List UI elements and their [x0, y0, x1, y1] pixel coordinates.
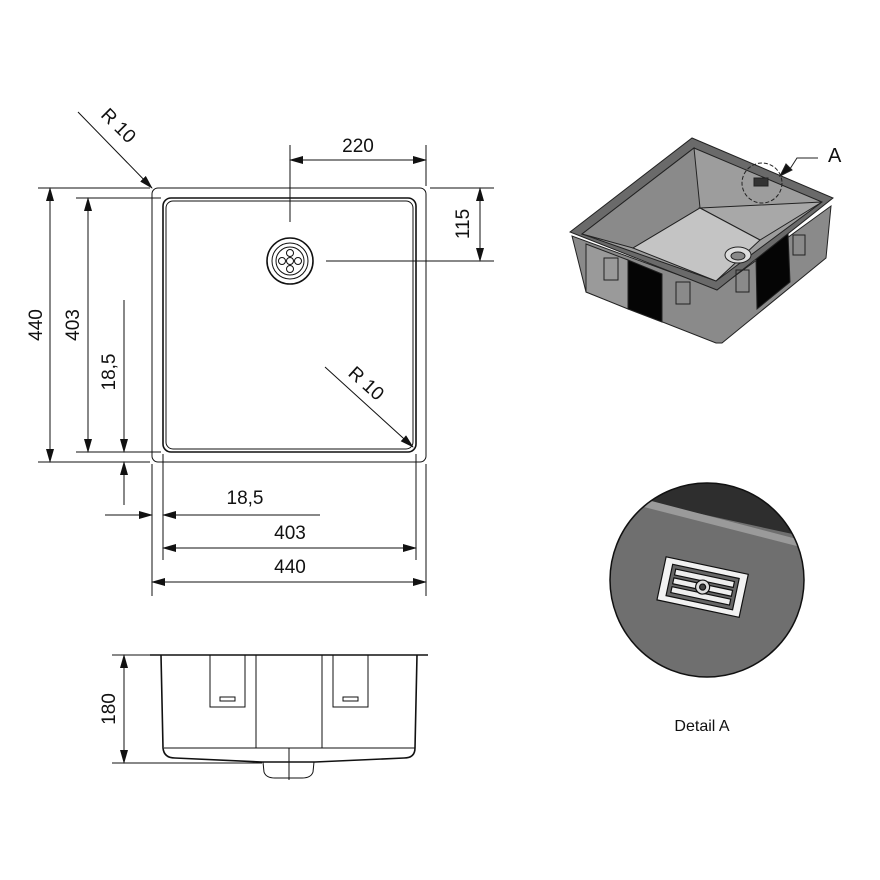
dim-inner-height: 403 — [63, 309, 84, 341]
dim-depth: 180 — [99, 693, 120, 725]
drain-icon — [266, 237, 314, 285]
dim-rim-vertical: 18,5 — [99, 354, 120, 391]
dim-rim-horizontal: 18,5 — [227, 488, 264, 509]
dim-outer-width: 440 — [274, 557, 306, 578]
side-view: 180 — [99, 654, 428, 780]
dim-outer-height: 440 — [26, 309, 47, 341]
dim-drain-offset-y: 115 — [453, 209, 474, 239]
inner-bowl-outline — [162, 197, 417, 453]
dim-inner-width: 403 — [274, 523, 306, 544]
detail-caption: Detail A — [674, 718, 729, 735]
radius-outer-label: R 10 — [96, 104, 139, 147]
outer-rim-outline — [151, 187, 427, 463]
dim-drain-offset-x: 220 — [342, 136, 374, 157]
detail-callout-label: A — [828, 145, 842, 167]
detail-a-view: Detail A — [609, 482, 805, 735]
radius-inner-label: R 10 — [344, 363, 388, 405]
top-view: 220 115 440 403 18,5 18,5 403 440 — [26, 104, 494, 596]
isometric-view: A — [568, 137, 842, 344]
